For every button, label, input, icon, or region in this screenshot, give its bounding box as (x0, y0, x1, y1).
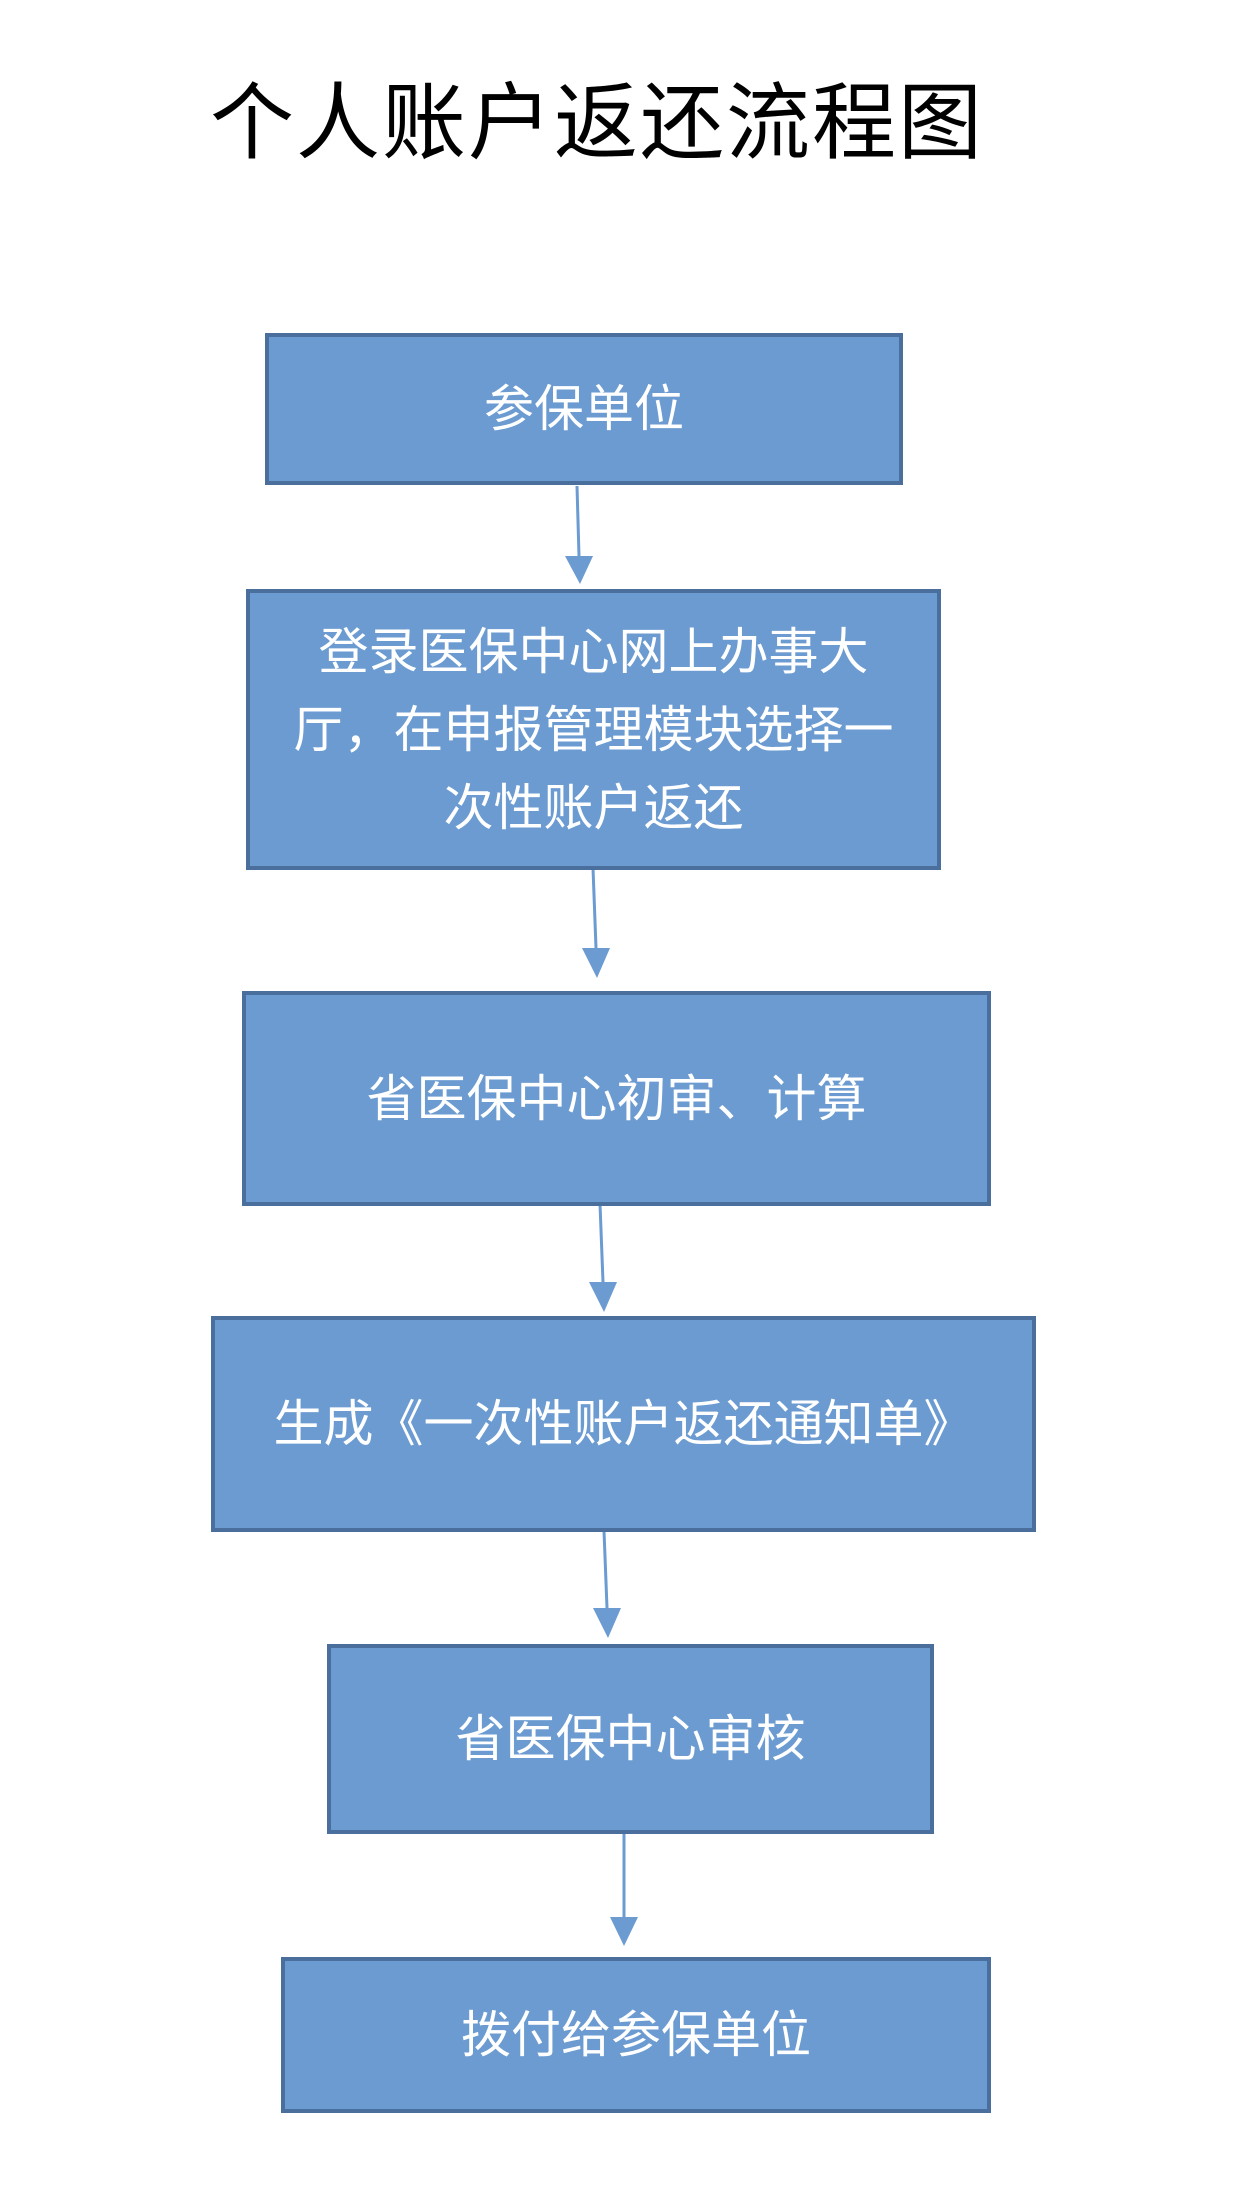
step-label-1: 参保单位 (484, 380, 684, 438)
step-box-2: 登录医保中心网上办事大厅，在申报管理模块选择一次性账户返还 (246, 589, 941, 870)
arrow-3 (589, 1203, 617, 1312)
step-label-3: 省医保中心初审、计算 (366, 1069, 867, 1128)
step-label-4: 生成《一次性账户返还通知单》 (273, 1395, 974, 1453)
arrow-5 (610, 1834, 638, 1946)
arrow-1 (565, 485, 593, 584)
step-label-6: 拨付给参保单位 (461, 2006, 811, 2064)
step-label-5: 省医保中心审核 (455, 1710, 806, 1768)
arrow-2 (582, 867, 610, 978)
step-box-1: 参保单位 (265, 333, 903, 485)
page-title: 个人账户返还流程图 (210, 74, 985, 172)
arrow-4 (593, 1530, 621, 1638)
step-box-3: 省医保中心初审、计算 (242, 991, 991, 1206)
step-box-6: 拨付给参保单位 (281, 1957, 991, 2113)
step-box-4: 生成《一次性账户返还通知单》 (211, 1316, 1036, 1532)
step-box-5: 省医保中心审核 (327, 1644, 934, 1834)
step-label-2: 登录医保中心网上办事大厅，在申报管理模块选择一次性账户返还 (293, 622, 894, 837)
